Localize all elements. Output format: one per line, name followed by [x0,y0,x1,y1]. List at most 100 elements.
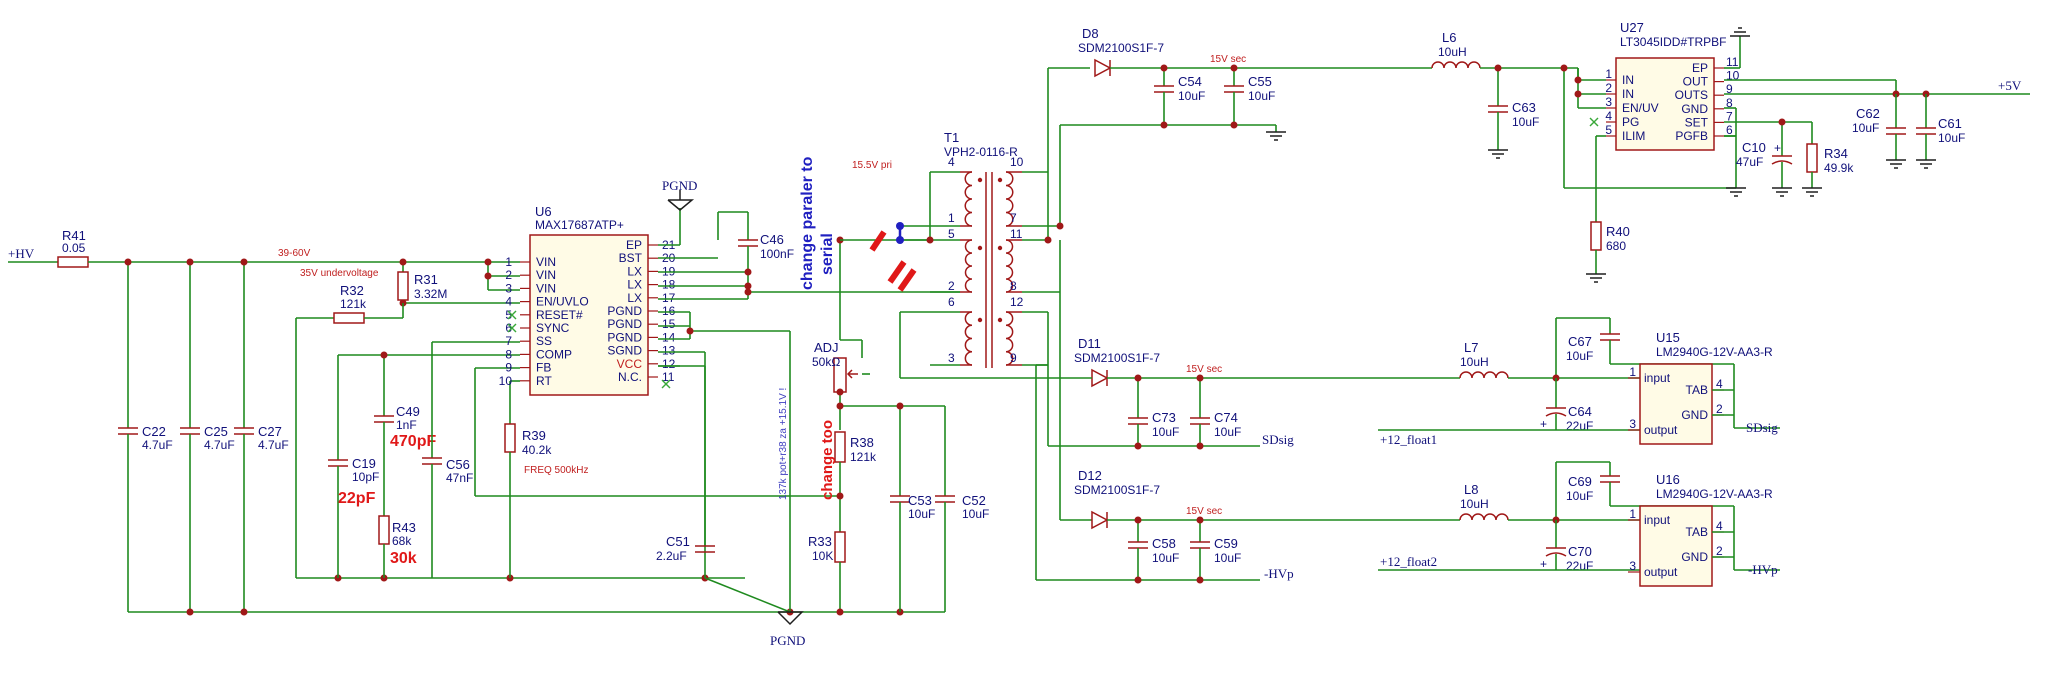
note-freq: FREQ 500kHz [524,465,588,476]
l6-ref: L6 [1442,30,1456,45]
u6-pin-num-8: 8 [505,347,512,361]
note-change-too: change too [819,420,836,500]
net-sdsig-1: SDsig [1262,432,1294,447]
u6-pin-num-16: 16 [662,304,676,318]
c22-ref: C22 [142,424,166,439]
adj-ref: ADJ [814,340,839,355]
r38-body[interactable] [834,431,846,463]
u6-pin-name-3: VIN [536,281,556,295]
net-pgnd-bottom: PGND [770,633,805,648]
u27-output: +5V C62 10uF C61 10uF + C10 47uF R34 49.… [1724,27,2030,197]
u6-pin-name-13: SGND [607,344,642,358]
t1-pin-num-1: 1 [948,211,955,225]
l6-inductor[interactable] [1431,61,1481,69]
note-paraler-l2: serial [819,233,836,275]
u27-ref: U27 [1620,20,1644,35]
u27-pin-name-2: IN [1622,87,1634,101]
u16-pin-name-3: output [1644,565,1678,579]
r31-body[interactable] [397,271,409,301]
c51-ref: C51 [666,534,690,549]
c73-ref: C73 [1152,410,1176,425]
u6-pin-name-10: RT [536,374,552,388]
t1-coil-aux [964,311,973,366]
u27-pin-name-11: EP [1692,61,1708,75]
t1-pin-num-5: 5 [948,227,955,241]
r33-body[interactable] [834,531,846,563]
c22-val: 4.7uF [142,438,173,452]
u6-pin-num-3: 3 [505,281,512,295]
u27-pin-name-10: OUT [1683,75,1709,89]
r31-val: 3.32M [414,287,447,301]
c61-val: 10uF [1938,131,1965,145]
note-39-60v: 39-60V [278,248,311,259]
r40-val: 680 [1606,239,1626,253]
u6-pin-num-14: 14 [662,330,676,344]
u6-pin-num-12: 12 [662,357,676,371]
note-sec3: 15V sec [1186,506,1222,517]
r32-body[interactable] [333,312,365,324]
u6-pin-name-12: VCC [617,357,643,371]
u6-pin-name-16: PGND [607,304,642,318]
net-pgnd-top: PGND [662,178,697,193]
u6-pin-name-8: COMP [536,347,572,361]
u6-pin-num-5: 5 [505,308,512,322]
u6-pin-name-20: BST [619,251,643,265]
r40-ref: R40 [1606,224,1630,239]
u6-pin-num-17: 17 [662,291,676,305]
c52-ref: C52 [962,493,986,508]
c56-val: 47nF [446,471,473,485]
r32-val: 121k [340,297,367,311]
c19-val: 10pF [352,470,379,484]
r41-body[interactable] [57,256,89,268]
u6-pin-name-5: RESET# [536,308,583,322]
c56-ref: C56 [446,457,470,472]
r43-new-value: 30k [390,550,417,567]
d12-diode[interactable] [1091,510,1109,530]
l6-val: 10uH [1438,45,1467,59]
r34-val: 49.9k [1824,161,1854,175]
t1-pin-num-7: 7 [1010,211,1017,225]
d12-val: SDM2100S1F-7 [1074,483,1160,497]
c49-new-value: 470pF [390,433,436,450]
u27-pin-num-2: 2 [1605,81,1612,95]
c52-val: 10uF [962,507,989,521]
r31-ref: R31 [414,272,438,287]
c64-val: 22uF [1566,419,1593,433]
u6-pin-name-7: SS [536,334,552,348]
l7-inductor[interactable] [1459,371,1509,379]
note-sec1: 15V sec [1210,54,1246,65]
u6-pin-num-9: 9 [505,361,512,375]
u6-pin-name-1: VIN [536,255,556,269]
d8-diode[interactable] [1094,58,1112,78]
u16-pin-num-4: 4 [1716,519,1723,533]
l8-inductor[interactable] [1459,513,1509,521]
r34-body[interactable] [1806,143,1818,173]
net-hvp-2: -HVp [1748,562,1778,577]
c70-val: 22uF [1566,559,1593,573]
r39-body[interactable] [504,423,516,453]
u27-pin-num-7: 7 [1726,109,1733,123]
r43-body[interactable] [378,515,390,545]
d11-ref: D11 [1078,336,1101,351]
u15-pin-name-3: output [1644,423,1678,437]
c59-ref: C59 [1214,536,1238,551]
r34-ref: R34 [1824,146,1848,161]
u27-val: LT3045IDD#TRPBF [1620,35,1726,49]
u15-pin-num-1: 1 [1629,365,1636,379]
c69-val: 10uF [1566,489,1593,503]
u6-pin-num-4: 4 [505,295,512,309]
t1-ref: T1 [944,130,959,145]
t1-coil-sec-b [1005,239,1014,293]
r39-val: 40.2k [522,443,552,457]
r40-body[interactable] [1590,221,1602,251]
c27-val: 4.7uF [258,438,289,452]
c73-val: 10uF [1152,425,1179,439]
t1-polarity-dot-1 [997,177,1003,183]
d11-diode[interactable] [1091,368,1109,388]
